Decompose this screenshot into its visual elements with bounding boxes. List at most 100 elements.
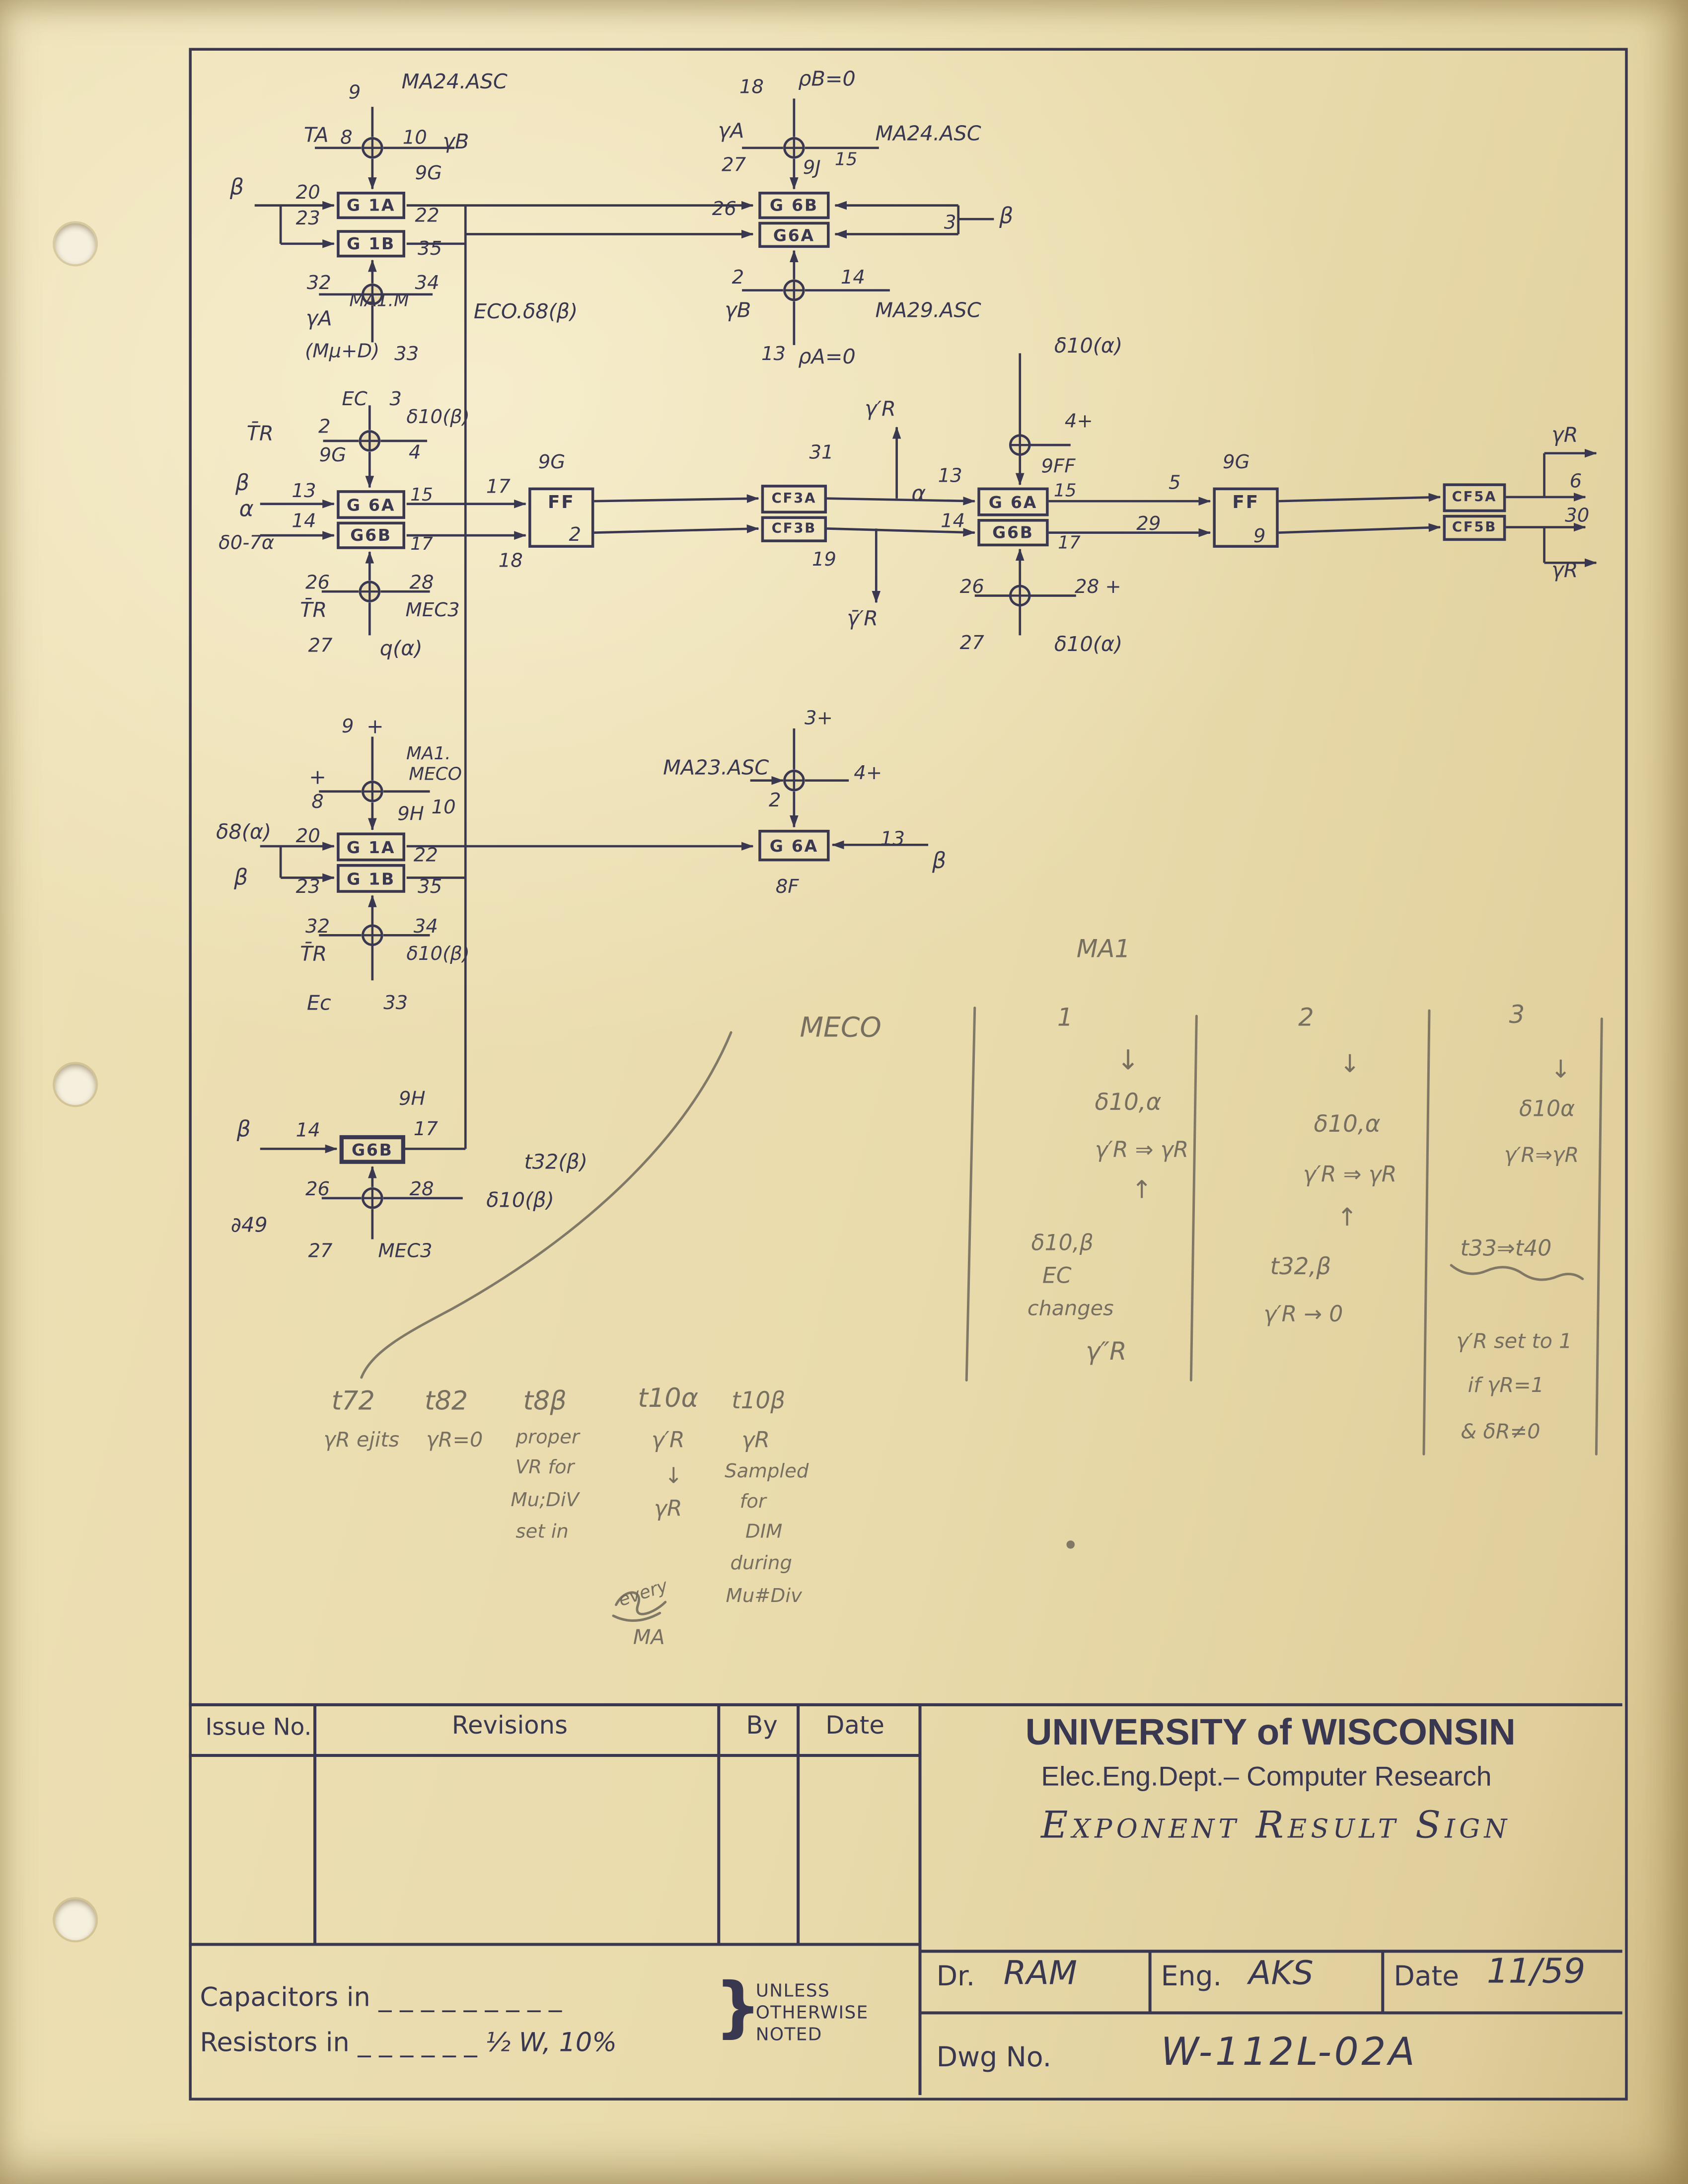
diagram-label: 15 <box>1053 481 1077 502</box>
pencil-note: ↑ <box>1131 1176 1152 1205</box>
xor-junction-cross <box>1010 586 1030 605</box>
diagram-label: 9G <box>319 445 347 467</box>
xor-junction-cross <box>363 1188 382 1208</box>
diagram-label: 14 <box>292 510 316 533</box>
gate-box-CF3A: CF3A <box>761 485 827 514</box>
pencil-note: DIM <box>745 1521 783 1543</box>
diagram-label: γB <box>725 297 751 323</box>
diagram-label: 23 <box>295 208 320 230</box>
diagram-label: 27 <box>308 1240 333 1263</box>
diagram-label: 32 <box>306 272 331 294</box>
pencil-note: 1 <box>1057 1004 1073 1033</box>
diagram-label: (Mμ+D) <box>305 341 380 363</box>
diagram-label: β <box>999 203 1014 229</box>
gate-box-G6A: G 6A <box>758 829 830 862</box>
diagram-label: γA <box>718 118 744 144</box>
pencil-stroke <box>1422 1009 1431 1456</box>
pencil-note: δ10,β <box>1031 1230 1094 1256</box>
pencil-note: γ′R set to 1 <box>1456 1329 1572 1354</box>
resistors-note: Resistors in _ _ _ _ _ _ ½ W, 10% <box>200 2028 617 2058</box>
diagram-label: 9 <box>341 716 354 738</box>
diagram-label: β <box>234 864 248 890</box>
pencil-stroke <box>612 1611 661 1622</box>
pencil-note: γ′R <box>651 1427 685 1453</box>
diagram-label: 9FF <box>1041 456 1076 478</box>
xor-junction-cross <box>784 281 804 300</box>
diagram-label: 18 <box>498 550 523 573</box>
diagram-label: 22 <box>413 845 438 867</box>
gate-box-G6B: G6B <box>339 1135 405 1164</box>
diagram-label: 15 <box>410 485 433 506</box>
pencil-note: ↓ <box>1116 1043 1140 1077</box>
dr-label: Dr. <box>936 1959 975 1993</box>
pencil-note: MA1 <box>1076 935 1131 964</box>
diagram-label: 17 <box>1058 533 1081 554</box>
pencil-note: t72 <box>331 1386 375 1417</box>
diagram-label: γR <box>1551 422 1578 447</box>
diagram-label: β <box>236 1116 251 1142</box>
diagram-label: MEC3 <box>405 599 460 622</box>
diagram-label: 4 <box>408 442 421 464</box>
diagram-label: ρA=0 <box>798 344 856 369</box>
wire-segment <box>826 527 976 537</box>
diagram-label: t32(β) <box>524 1149 587 1174</box>
diagram-label: 15 <box>834 149 858 171</box>
hole-punch <box>55 1064 96 1105</box>
diagram-label: 29 <box>1136 513 1161 536</box>
wire-segment <box>827 496 976 506</box>
diagram-label: δ8(α) <box>216 819 272 844</box>
pencil-note: VR for <box>515 1456 575 1479</box>
diagram-label: 17 <box>413 1118 438 1141</box>
diagram-label: 9H <box>397 803 424 826</box>
diagram-label: 13 <box>761 344 786 366</box>
pencil-note: γ′R ⇒ γR <box>1303 1161 1397 1187</box>
xor-junction-cross <box>363 782 382 801</box>
diagram-label: 14 <box>840 267 865 289</box>
pencil-dot <box>1066 1540 1075 1549</box>
diagram-label: 34 <box>415 272 440 294</box>
resistors-label: Resistors in _ _ _ _ _ _ <box>200 2028 477 2058</box>
diagram-label: 13 <box>880 828 905 851</box>
pencil-note: if γR=1 <box>1468 1373 1544 1397</box>
gate-box-G6B: G6B <box>977 519 1049 547</box>
gate-box-G1B: G 1B <box>337 864 405 893</box>
diagram-label: 17 <box>486 476 511 499</box>
diagram-label: MECO <box>409 765 462 786</box>
diagram-label: 28 <box>409 572 434 594</box>
pencil-note: γ′R → 0 <box>1263 1301 1343 1327</box>
diagram-label: 9G <box>415 163 442 185</box>
wire-segment <box>1278 493 1441 503</box>
diagram-label: γ̄R <box>1551 558 1578 583</box>
diagram-label: 26 <box>959 576 984 598</box>
diagram-label: 34 <box>413 916 438 938</box>
diagram-label: ρB=0 <box>798 66 856 91</box>
diagram-label: 9 <box>1253 525 1266 548</box>
pencil-note: Sampled <box>725 1461 809 1483</box>
diagram-label: 26 <box>305 1179 330 1201</box>
diagram-label: 26 <box>712 198 736 220</box>
titleblock-lines <box>189 1703 1622 2095</box>
gate-box-G6A: G6A <box>758 221 830 248</box>
diagram-label: q(α) <box>379 636 423 661</box>
pencil-note: t10β <box>732 1387 786 1415</box>
pencil-note: during <box>730 1552 792 1575</box>
diagram-label: 27 <box>722 154 746 177</box>
diagram-label: 19 <box>811 549 837 571</box>
diagram-label: 27 <box>959 632 984 655</box>
capacitors-note: Capacitors in _ _ _ _ _ _ _ _ _ <box>200 1982 562 2013</box>
unless-line-3: NOTED <box>755 2025 822 2046</box>
diagram-label: 2 <box>569 524 582 547</box>
diagram-label: 9H <box>398 1089 426 1111</box>
brace-glyph: } <box>714 1969 762 2046</box>
unless-line-1: UNLESS <box>755 1981 830 2002</box>
diagram-label: + <box>309 765 326 790</box>
diagram-label: β <box>229 174 244 200</box>
xor-junction-cross <box>784 771 804 791</box>
diagram-label: EC <box>342 389 367 411</box>
pencil-note: Mu#Div <box>726 1586 802 1608</box>
unless-line-2: OTHERWISE <box>755 2003 869 2024</box>
pencil-note: δ10α <box>1519 1095 1575 1122</box>
diagram-label: T̄R <box>246 421 274 446</box>
pencil-note: t32,β <box>1270 1253 1331 1281</box>
